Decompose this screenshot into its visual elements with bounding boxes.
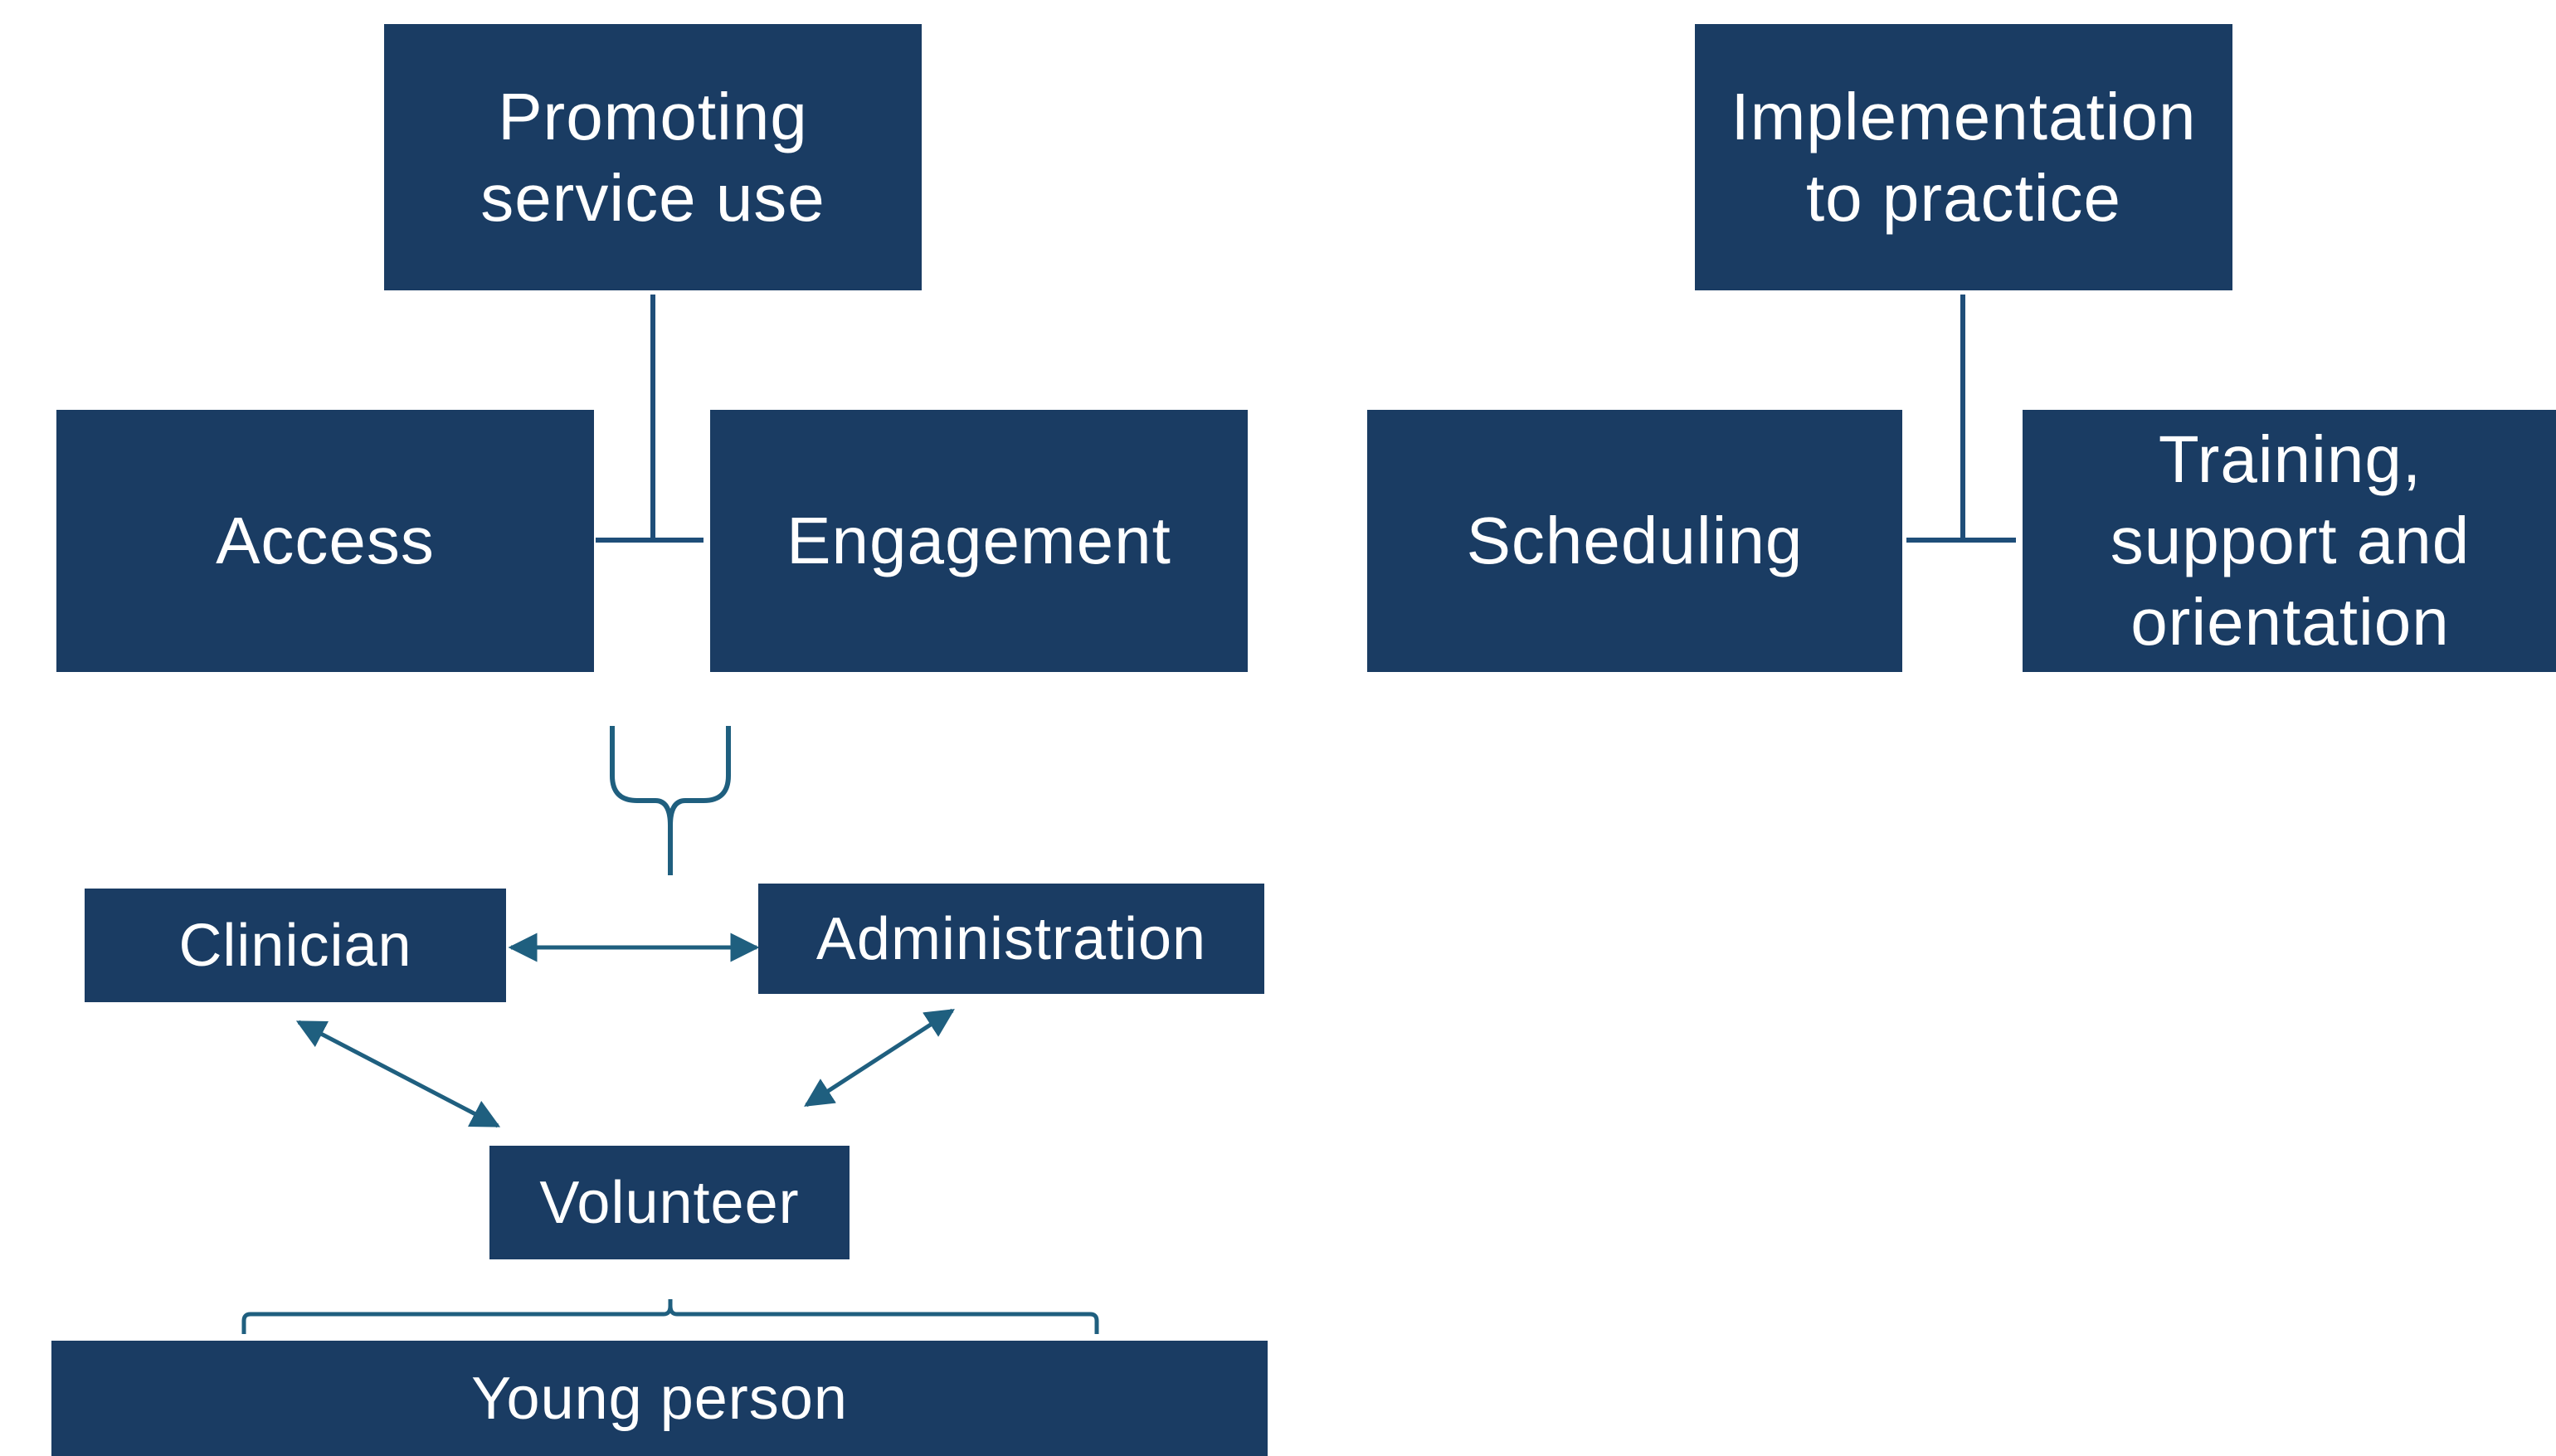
promoting-service-use-box: Promoting service use [384, 24, 922, 290]
young-person-label: Young person [471, 1365, 848, 1432]
training-support-orientation-box: Training, support and orientation [2023, 410, 2556, 672]
access-box: Access [56, 410, 594, 672]
administration-box: Administration [758, 884, 1264, 994]
young-person-box: Young person [51, 1341, 1268, 1456]
clinician-volunteer-arrow [295, 1020, 501, 1128]
young-person-bracket [241, 1299, 1099, 1334]
volunteer-label: Volunteer [539, 1169, 800, 1236]
engagement-box: Engagement [710, 410, 1248, 672]
administration-label: Administration [815, 905, 1207, 972]
training-support-orientation-label: Training, support and orientation [2110, 422, 2471, 659]
implementation-to-practice-box: Implementation to practice [1695, 24, 2232, 290]
clinician-box: Clinician [85, 889, 506, 1002]
volunteer-box: Volunteer [489, 1146, 850, 1259]
promoting-service-use-label: Promoting service use [480, 79, 825, 235]
engagement-label: Engagement [786, 504, 1171, 577]
scheduling-box: Scheduling [1367, 410, 1902, 672]
access-label: Access [216, 504, 435, 577]
clinician-label: Clinician [178, 912, 412, 979]
administration-volunteer-arrow [804, 1008, 955, 1108]
implementation-tee-connector [1906, 295, 2016, 543]
scheduling-label: Scheduling [1466, 504, 1804, 577]
promoting-tee-connector [596, 295, 704, 543]
implementation-to-practice-label: Implementation to practice [1731, 79, 2197, 235]
access-engagement-brace [610, 726, 731, 875]
